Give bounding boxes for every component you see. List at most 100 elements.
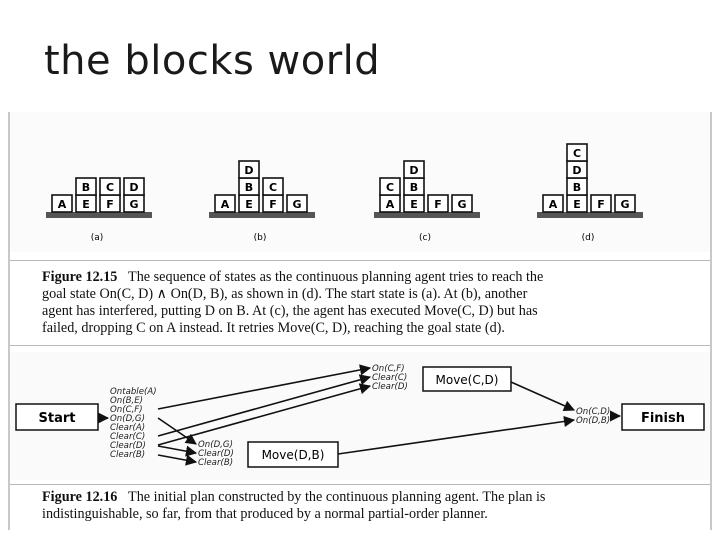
block [451, 194, 473, 213]
block-label: F [269, 198, 277, 211]
block [379, 177, 401, 196]
start-effect: On(D,G) [110, 414, 145, 424]
left-border [8, 112, 10, 530]
move-cd-precondition: Clear(C) [372, 373, 407, 383]
block-label: B [245, 181, 253, 194]
block [123, 177, 145, 196]
block [99, 177, 121, 196]
finish-precondition: On(C,D) [576, 407, 610, 417]
caption-12-16-line-1: Figure 12.16 The initial plan constructe… [42, 489, 696, 506]
move-db-label: Move(D,B) [262, 448, 325, 462]
link-onCD [510, 381, 576, 412]
move-db-precondition: Clear(B) [198, 458, 233, 468]
blocks-state: A E F G BD C (b) [209, 160, 315, 243]
block-label: F [434, 198, 442, 211]
block [262, 177, 284, 196]
state-label: (a) [91, 233, 104, 243]
caption-12-16-title: Figure 12.16 [42, 489, 118, 505]
start-effect: On(C,F) [110, 405, 143, 415]
blocks-state: A E F G BDC (d) [537, 143, 643, 243]
figure-12-15-caption: Figure 12.15 The sequence of states as t… [10, 260, 710, 346]
caption-12-16-text-1: The initial plan constructed by the cont… [128, 489, 546, 505]
block-label: C [386, 181, 394, 194]
block [238, 160, 260, 179]
block [51, 194, 73, 213]
block-label: G [620, 198, 629, 211]
block-label: E [410, 198, 418, 211]
block-label: B [573, 181, 581, 194]
link-clearD2 [157, 445, 198, 457]
block-label: B [410, 181, 418, 194]
link-onDG [157, 417, 197, 445]
start-effect: Ontable(A) [110, 387, 157, 397]
block-label: D [572, 164, 581, 177]
right-border [710, 112, 712, 530]
block [403, 160, 425, 179]
block [590, 194, 612, 213]
state-label: (c) [419, 233, 431, 243]
state-label: (d) [582, 233, 595, 243]
plan-diagram: Start Ontable(A) On(B,E) On(C,F) On(D,G)… [15, 364, 705, 468]
link-clearB [157, 454, 198, 466]
block-label: E [573, 198, 581, 211]
link-clearC [157, 374, 372, 437]
move-cd-node [422, 366, 512, 392]
link-onCF [157, 364, 372, 410]
table-surface [537, 212, 643, 218]
block-label: G [129, 198, 138, 211]
block-label: C [269, 181, 277, 194]
block-label: E [245, 198, 253, 211]
caption-12-15-line-4: failed, dropping C on A instead. It retr… [42, 320, 505, 336]
slide-title: the blocks world [44, 38, 381, 84]
start-effect: Clear(A) [110, 423, 145, 433]
move-cd-precondition: On(C,F) [372, 364, 405, 374]
block-label: D [244, 164, 253, 177]
block-label: F [106, 198, 114, 211]
block-label: C [573, 147, 581, 160]
block [427, 194, 449, 213]
block-label: A [58, 198, 67, 211]
caption-12-15-line-1: Figure 12.15 The sequence of states as t… [42, 269, 696, 286]
block-label: F [597, 198, 605, 211]
finish-precondition: On(D,B) [576, 416, 610, 426]
link-clearD [157, 383, 372, 446]
start-effect: On(B,E) [110, 396, 143, 406]
block [214, 194, 236, 213]
caption-12-15-line-3: agent has interfered, putting D on B. At… [42, 303, 538, 319]
start-effect: Clear(B) [110, 450, 145, 460]
table-surface [374, 212, 480, 218]
finish-label: Finish [641, 411, 685, 426]
start-effect: Clear(C) [110, 432, 145, 442]
move-cd-precondition: Clear(D) [372, 382, 408, 392]
block-label: A [221, 198, 230, 211]
block-label: B [82, 181, 90, 194]
finish-node [621, 403, 705, 431]
move-db-precondition: Clear(D) [198, 449, 234, 459]
figure-12-16-caption: Figure 12.16 The initial plan constructe… [10, 484, 710, 531]
block [566, 143, 588, 162]
move-db-node [247, 441, 339, 468]
state-label: (b) [254, 233, 267, 243]
block-label: D [129, 181, 138, 194]
block-label: D [409, 164, 418, 177]
caption-12-15-line-2: goal state On(C, D) ∧ On(D, B), as shown… [42, 286, 528, 302]
table-surface [46, 212, 152, 218]
block [614, 194, 636, 213]
block-label: G [457, 198, 466, 211]
start-effect: Clear(D) [110, 441, 146, 451]
plan-figure: Start Ontable(A) On(B,E) On(C,F) On(D,G)… [10, 352, 710, 480]
link-onDB [337, 415, 576, 455]
move-cd-label: Move(C,D) [436, 373, 499, 387]
start-label: Start [39, 411, 76, 426]
start-node [15, 403, 99, 431]
blocks-state: A E F G C BD (c) [374, 160, 480, 243]
block [75, 177, 97, 196]
block-label: G [292, 198, 301, 211]
table-surface [209, 212, 315, 218]
block-label: A [549, 198, 558, 211]
caption-12-15-text-1: The sequence of states as the continuous… [128, 269, 544, 285]
block-label: A [386, 198, 395, 211]
move-db-precondition: On(D,G) [198, 440, 233, 450]
